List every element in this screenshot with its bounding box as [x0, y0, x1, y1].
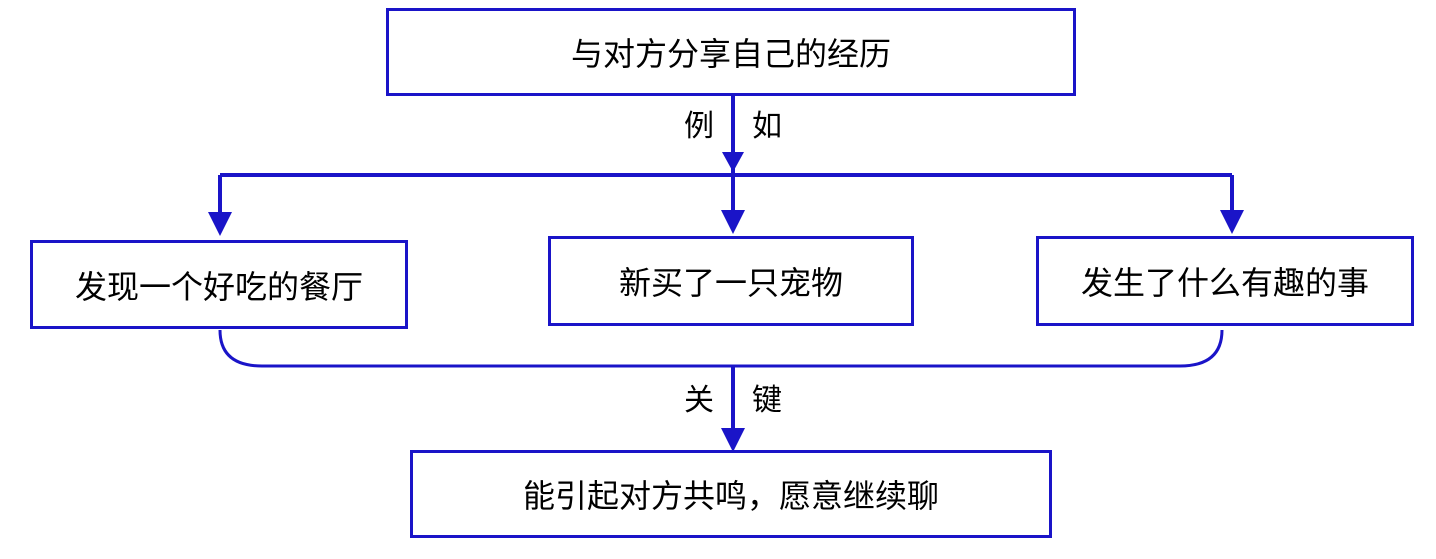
top-node-text: 与对方分享自己的经历 [570, 35, 891, 73]
example-node-text: 新买了一只宠物 [618, 264, 843, 302]
bottom-node: 能引起对方共鸣，愿意继续聊 [410, 450, 1052, 538]
arrowhead-bottom [721, 428, 745, 452]
example-node-fun-event: 发生了什么有趣的事 [1036, 236, 1414, 326]
grouping-bracket [218, 329, 1224, 368]
edge-label-bottom-left: 关 [684, 383, 714, 418]
edge-label-top-right: 如 [752, 109, 782, 144]
example-node-text: 发现一个好吃的餐厅 [74, 267, 363, 306]
example-node-restaurant: 发现一个好吃的餐厅 [30, 240, 408, 329]
example-node-text: 发生了什么有趣的事 [1080, 264, 1369, 302]
example-node-pet: 新买了一只宠物 [548, 236, 914, 326]
trunk-arrowhead [722, 152, 744, 172]
top-node: 与对方分享自己的经历 [386, 8, 1076, 96]
arrowhead-middle [721, 210, 745, 234]
edge-label-bottom-right: 键 [752, 383, 782, 418]
arrowhead-left [208, 212, 232, 236]
bottom-node-text: 能引起对方共鸣，愿意继续聊 [522, 477, 939, 515]
arrowhead-right [1220, 210, 1244, 234]
edge-label-top-left: 例 [684, 109, 714, 144]
